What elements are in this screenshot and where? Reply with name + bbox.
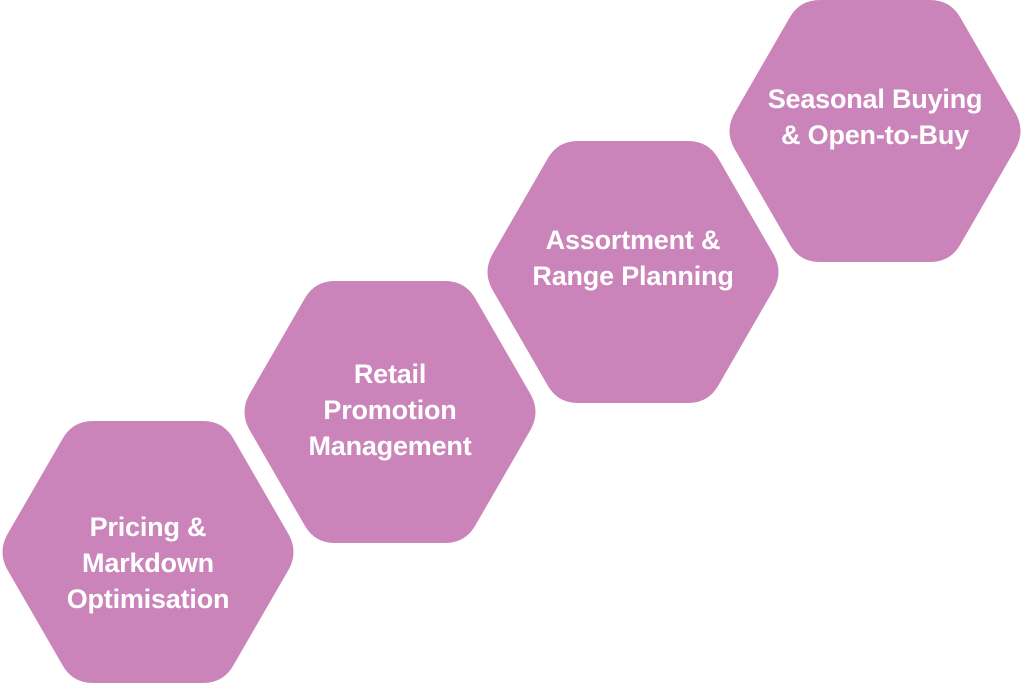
label-line: Range Planning — [532, 261, 734, 291]
label-line: Pricing & — [89, 512, 207, 542]
hexagon-fill — [2, 421, 294, 683]
hexagon-label: Pricing & Markdown Optimisation — [1, 421, 295, 683]
hexagon-step-seasonal-buying: Seasonal Buying & Open-to-Buy — [728, 0, 1022, 262]
label-line: Management — [308, 431, 472, 461]
hexagon-fill — [244, 281, 536, 543]
hexagon-fill — [487, 141, 779, 403]
hexagon-shape — [244, 281, 536, 543]
hexagon-step-pricing-markdown: Pricing & Markdown Optimisation — [1, 421, 295, 683]
label-line: Retail — [353, 359, 427, 389]
label-line: Seasonal Buying — [767, 84, 983, 114]
label-line: Assortment & — [545, 225, 721, 255]
hexagon-label: Assortment & Range Planning — [486, 141, 780, 403]
hexagon-shape — [729, 0, 1021, 262]
label-line: & Open-to-Buy — [781, 120, 969, 150]
hexagon-shape — [2, 421, 294, 683]
hexagon-label: Seasonal Buying & Open-to-Buy — [728, 0, 1022, 262]
hexagon-shape — [487, 141, 779, 403]
hexagon-fill — [729, 0, 1021, 262]
hexagon-step-retail-promotion: Retail Promotion Management — [243, 281, 537, 543]
hexagon-step-assortment-range: Assortment & Range Planning — [486, 141, 780, 403]
label-line: Optimisation — [66, 584, 230, 614]
label-line: Promotion — [323, 395, 457, 425]
hexagon-label: Retail Promotion Management — [243, 281, 537, 543]
label-line: Markdown — [82, 548, 214, 578]
